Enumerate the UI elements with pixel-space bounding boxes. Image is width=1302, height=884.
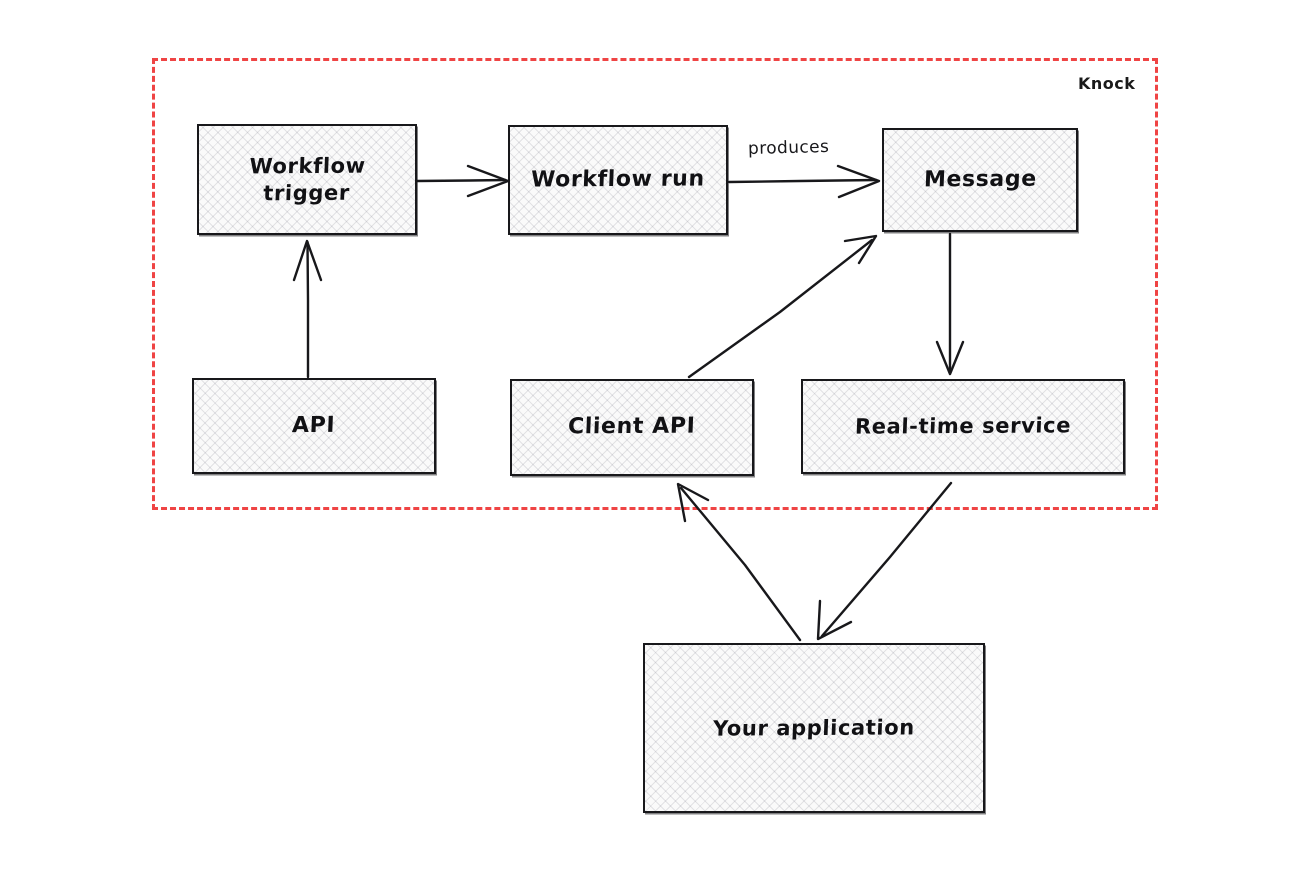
knock-boundary	[152, 58, 1158, 510]
node-label-real-time-service: Real-time service	[854, 413, 1072, 439]
node-label-client-api: Client API	[567, 414, 697, 440]
node-message[interactable]: Message	[882, 128, 1078, 232]
knock-boundary-label: Knock	[1078, 74, 1136, 93]
node-label-your-application: Your application	[712, 714, 916, 741]
node-your-application[interactable]: Your application	[643, 643, 985, 813]
node-label-api: API	[291, 412, 337, 439]
node-api[interactable]: API	[192, 378, 436, 474]
node-label-message: Message	[923, 166, 1037, 193]
node-real-time-service[interactable]: Real-time service	[801, 379, 1125, 474]
edge-label-run-to-message: produces	[747, 136, 830, 160]
node-label-workflow-run: Workflow run	[530, 166, 706, 193]
node-workflow-run[interactable]: Workflow run	[508, 125, 728, 235]
node-client-api[interactable]: Client API	[510, 379, 754, 476]
